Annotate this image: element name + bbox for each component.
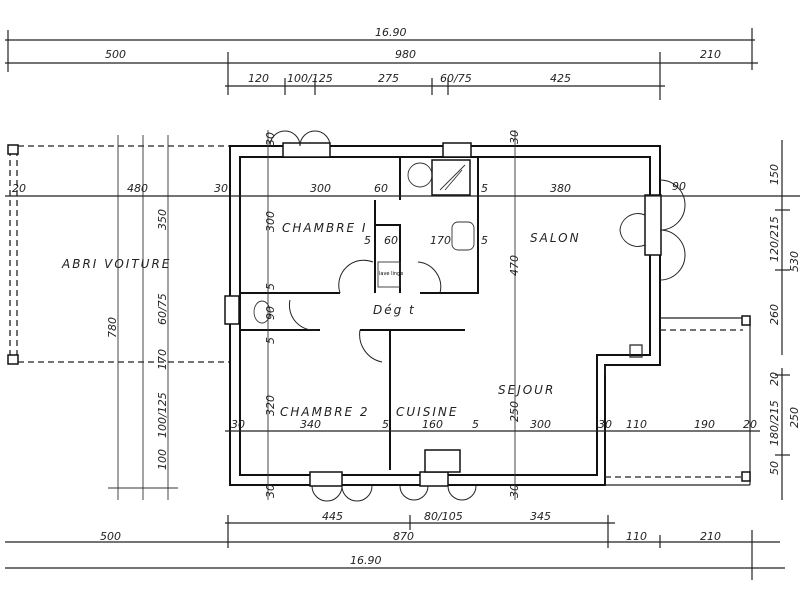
- dim-label: 50: [768, 461, 781, 475]
- dim-label: 425: [550, 72, 571, 85]
- walls: lave linge: [224, 130, 751, 502]
- dim-label: 180/215: [768, 400, 781, 446]
- dim-label: 60/75: [440, 72, 472, 85]
- room-labels: CHAMBRE I SALON Dég t SEJOUR CHAMBRE 2 C…: [280, 221, 581, 419]
- dim-label: 5: [472, 418, 479, 431]
- dim-house-width: 980: [395, 48, 416, 61]
- dim-label: 30: [508, 130, 521, 144]
- dim-label: 780: [106, 317, 119, 338]
- dim-label: 5: [382, 418, 389, 431]
- dim-label: 110: [626, 530, 647, 543]
- dim-label: 110: [626, 418, 647, 431]
- dim-label: 90: [264, 306, 277, 320]
- dim-terrace-width: 210: [700, 48, 721, 61]
- dim-label: 5: [481, 182, 488, 195]
- dim-label: 345: [530, 510, 551, 523]
- dim-label: 30: [214, 182, 228, 195]
- dim-label: 300: [530, 418, 551, 431]
- dim-label: 300: [264, 211, 277, 232]
- dim-label: 20: [743, 418, 757, 431]
- dim-label: 60: [374, 182, 388, 195]
- dim-label: 30: [598, 418, 612, 431]
- dim-label: 120: [248, 72, 269, 85]
- dim-label: 250: [788, 407, 800, 428]
- carport: ABRI VOITURE 350 60/75 780 170 100/125 1…: [7, 135, 230, 500]
- dim-label: 190: [694, 418, 715, 431]
- dim-label: 20: [12, 182, 26, 195]
- dim-label: 80/105: [424, 510, 463, 523]
- dim-total-width: 16.90: [375, 26, 407, 39]
- dim-label: 5: [264, 337, 277, 344]
- dim-label: 275: [378, 72, 399, 85]
- interior-dimensions: 20 480 30 300 60 5 380 90 5 60 170 5 30 …: [5, 130, 800, 500]
- dim-label: 30: [264, 132, 277, 146]
- dim-carport-width: 500: [105, 48, 126, 61]
- dim-label: 60/75: [156, 293, 169, 325]
- dim-label: 100: [156, 449, 169, 470]
- dim-label: 5: [364, 234, 371, 247]
- dim-label: 30: [508, 484, 521, 498]
- dim-label: 160: [422, 418, 443, 431]
- room-label-cuisine: CUISINE: [396, 405, 458, 419]
- lave-linge-label: lave linge: [379, 271, 403, 277]
- dim-label: 120/215: [768, 216, 781, 262]
- dim-label: 300: [310, 182, 331, 195]
- dim-label: 380: [550, 182, 571, 195]
- room-label-sejour: SEJOUR: [498, 383, 555, 397]
- dim-label: 480: [127, 182, 148, 195]
- dim-label: 150: [768, 164, 781, 185]
- room-label-abri-voiture: ABRI VOITURE: [61, 257, 171, 271]
- dim-label: 16.90: [350, 554, 382, 567]
- dim-label: 100/125: [287, 72, 333, 85]
- dim-label: 5: [264, 283, 277, 290]
- dim-label: 500: [100, 530, 121, 543]
- top-dimensions: 16.90 500 980 210 120 100/125 275 60/75 …: [5, 26, 758, 100]
- room-label-salon: SALON: [530, 231, 581, 245]
- bottom-dimensions: 445 80/105 345 500 870 110 210 16.90: [5, 510, 785, 580]
- dim-label: 350: [156, 209, 169, 230]
- right-dimensions: 150 120/215 260 20 180/215 50 530 250: [768, 140, 800, 500]
- dim-label: 20: [768, 372, 781, 386]
- dim-label: 470: [508, 255, 521, 276]
- dim-label: 30: [264, 484, 277, 498]
- dim-label: 340: [300, 418, 321, 431]
- dim-label: 5: [481, 234, 488, 247]
- dim-label: 90: [672, 180, 686, 193]
- dim-label: 170: [156, 349, 169, 370]
- dim-label: 250: [508, 401, 521, 422]
- dim-label: 870: [393, 530, 414, 543]
- room-label-degagement: Dég t: [373, 303, 416, 317]
- dim-label: 260: [768, 304, 781, 325]
- dim-label: 170: [430, 234, 451, 247]
- dim-label: 320: [264, 395, 277, 416]
- room-label-chambre-1: CHAMBRE I: [282, 221, 367, 235]
- dim-label: 210: [700, 530, 721, 543]
- dim-label: 445: [322, 510, 343, 523]
- room-label-chambre-2: CHAMBRE 2: [280, 405, 370, 419]
- dim-label: 100/125: [156, 392, 169, 438]
- dim-label: 530: [788, 251, 800, 272]
- dim-label: 30: [231, 418, 245, 431]
- dim-label: 60: [384, 234, 398, 247]
